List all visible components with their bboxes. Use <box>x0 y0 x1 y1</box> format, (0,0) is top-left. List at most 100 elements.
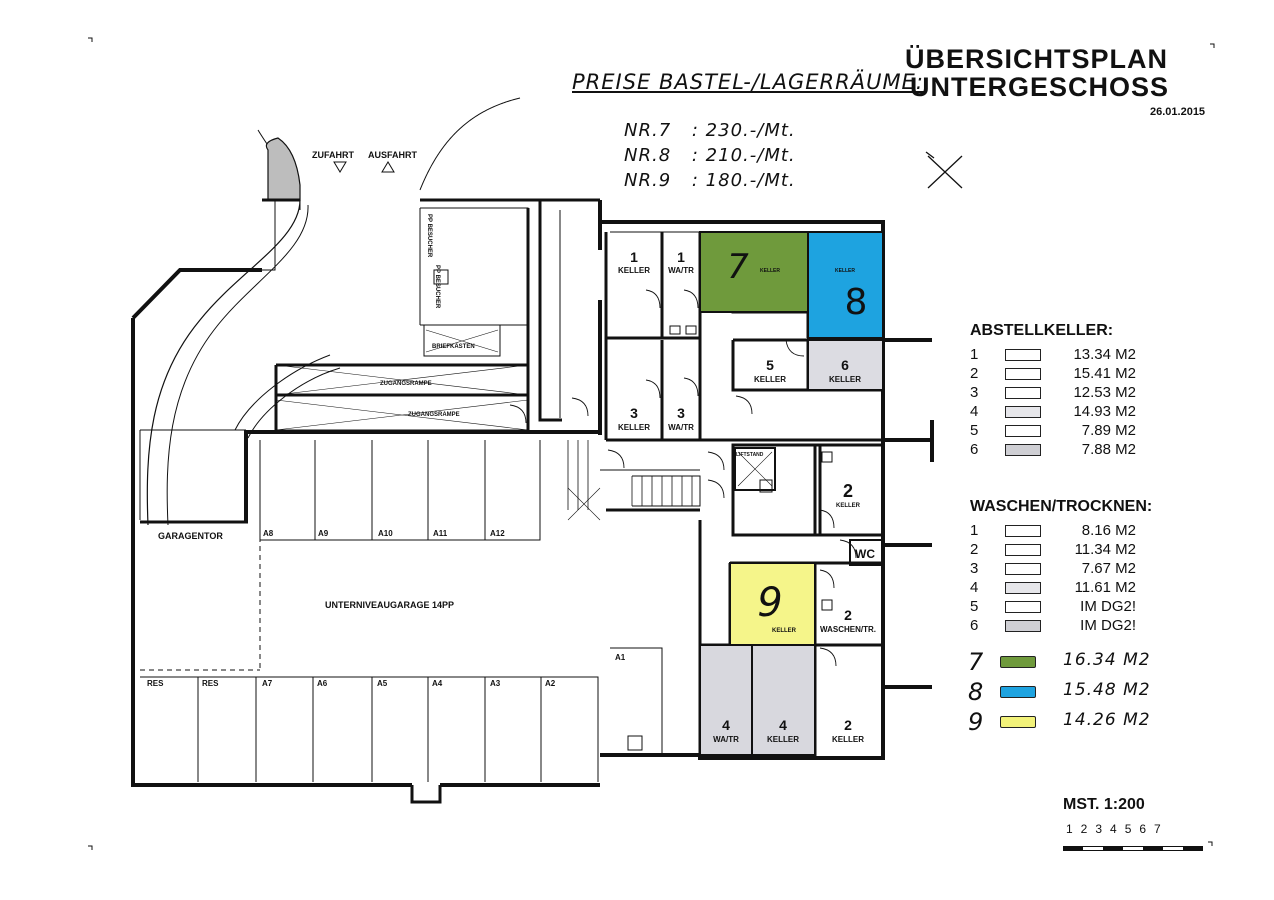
visitor-parking-label: PP BESUCHER <box>426 214 432 258</box>
scale-label: MST. 1:200 <box>1063 796 1145 813</box>
lift-label: LIFTSTAND <box>736 452 764 458</box>
scale-bar <box>1063 838 1203 851</box>
room-label: KELLER <box>618 423 650 432</box>
exit-label: AUSFAHRT <box>368 150 418 160</box>
visitor-parking-label-2: PP BESUCHER <box>434 265 440 309</box>
price-row-8: NR.8 : 210.-/Mt. <box>624 145 796 166</box>
room-number: 1 <box>630 249 638 265</box>
room-label: KELLER <box>829 375 861 384</box>
legend-swatch <box>1005 368 1041 380</box>
legend-number: 2 <box>970 365 979 382</box>
legend-row: 3 12.53 M2 <box>970 384 1150 402</box>
room-number: 3 <box>630 405 638 421</box>
room-label: KELLER <box>835 268 855 274</box>
room-label: WASCHEN/TR. <box>820 625 876 634</box>
legend-value: IM DG2! <box>1080 598 1136 615</box>
legend-swatch <box>1000 656 1036 668</box>
legend-number: 3 <box>970 560 979 577</box>
scale-ticks: 1234567 <box>1066 822 1169 836</box>
wheelchair-icon <box>433 269 449 285</box>
price-label: NR.7 <box>624 120 672 141</box>
room-label: KELLER <box>772 628 797 634</box>
room-number: 7 <box>727 247 749 287</box>
stall-label: A7 <box>262 679 273 688</box>
legend-swatch <box>1005 563 1041 575</box>
entry-label: ZUFAHRT <box>312 150 354 160</box>
legend-number: 1 <box>970 522 979 539</box>
stall-label: A3 <box>490 679 501 688</box>
legend-number: 8 <box>968 678 984 706</box>
legend-row: 5 7.89 M2 <box>970 422 1150 440</box>
room-label: KELLER <box>760 268 780 274</box>
legend-swatch <box>1005 425 1041 437</box>
room-label: KELLER <box>618 266 650 275</box>
legend-number: 5 <box>970 422 979 439</box>
stall-label: A8 <box>263 529 274 538</box>
room-label: KELLER <box>767 735 799 744</box>
ramp-label: ZUGANGSRAMPE <box>380 381 432 387</box>
room-label: WA/TR <box>668 423 694 432</box>
stall-a1: A1 <box>615 653 626 662</box>
room-number: 9 <box>757 580 782 626</box>
garage-door-label: GARAGENTOR <box>158 531 223 541</box>
stall-label: A11 <box>433 529 448 538</box>
legend-number: 5 <box>970 598 979 615</box>
legend-number: 3 <box>970 384 979 401</box>
legend-abstellkeller-title: ABSTELLKELLER: <box>970 322 1114 339</box>
room-number: 4 <box>779 717 787 733</box>
legend-value: 14.26 M2 <box>1063 710 1151 730</box>
wheelchair-icon <box>627 735 643 751</box>
plan-subtitle: UNTERGESCHOSS <box>910 72 1170 102</box>
legend-value: 8.16 M2 <box>1081 522 1136 539</box>
legend-value: 7.89 M2 <box>1081 422 1136 439</box>
legend-swatch <box>1005 525 1041 537</box>
legend-value: 13.34 M2 <box>1073 346 1136 363</box>
ramp-label-2: ZUGANGSRAMPE <box>408 412 460 418</box>
room-number: 2 <box>844 607 852 623</box>
legend-number: 6 <box>970 617 979 634</box>
plan-date: 26.01.2015 <box>1150 106 1206 118</box>
entry-arrow-icon <box>333 161 347 173</box>
room-number: 1 <box>677 249 685 265</box>
legend-number: 4 <box>970 579 979 596</box>
stall-label: A12 <box>490 529 505 538</box>
legend-number: 1 <box>970 346 979 363</box>
stall-label: RES <box>202 679 219 688</box>
legend-swatch <box>1005 387 1041 399</box>
stall-label: A2 <box>545 679 556 688</box>
room-number: 4 <box>722 717 730 733</box>
room-number: 6 <box>841 357 849 373</box>
room-number: 2 <box>843 481 853 501</box>
legend-number: 4 <box>970 403 979 420</box>
stall-label: A9 <box>318 529 329 538</box>
legend-value: 12.53 M2 <box>1073 384 1136 401</box>
legend-swatch <box>1005 582 1041 594</box>
prices-title: PREISE BASTEL-/LAGERRÄUME: <box>572 70 924 94</box>
room-4-keller-fill <box>751 644 816 756</box>
legend-swatch <box>1005 406 1041 418</box>
stall-label: A4 <box>432 679 443 688</box>
legend-row: 4 11.61 M2 <box>970 579 1150 597</box>
legend-waschen-title: WASCHEN/TROCKNEN: <box>970 498 1153 515</box>
room-number: 8 <box>845 282 868 323</box>
wc-label: WC <box>855 547 875 561</box>
room-label: WA/TR <box>668 266 694 275</box>
legend-swatch <box>1005 544 1041 556</box>
room-4-watr-fill <box>699 644 753 756</box>
room-label: WA/TR <box>713 735 739 744</box>
legend-number: 7 <box>968 648 984 676</box>
legend-value: 7.88 M2 <box>1081 441 1136 458</box>
legend-value: 11.61 M2 <box>1074 579 1136 596</box>
legend-swatch <box>1005 349 1041 361</box>
legend-row: 1 13.34 M2 <box>970 346 1150 364</box>
price-label: NR.9 <box>624 170 672 191</box>
